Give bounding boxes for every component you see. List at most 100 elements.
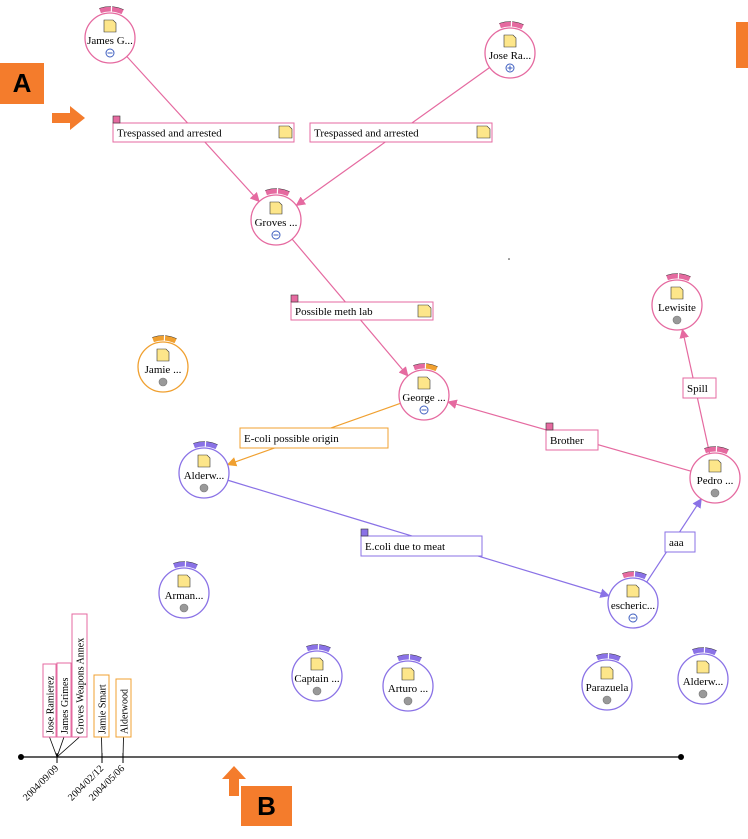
edge-label[interactable]: Possible meth lab [290,294,434,321]
node-label: Jose Ra... [489,50,531,62]
edge-label[interactable]: Spill [682,377,717,399]
edge-label[interactable]: Brother [545,422,599,451]
collapse-icon[interactable] [271,230,281,240]
expand-icon[interactable] [505,63,515,73]
category-arc-icon [596,653,608,661]
entity-node-alderw1[interactable]: Alderw... [178,441,230,499]
edge-label-box[interactable] [682,377,717,399]
arrow-right-icon [52,106,85,130]
node-circle[interactable] [250,194,302,246]
edge-label[interactable]: aaa [664,531,696,553]
edge-tag-icon [545,422,554,431]
timeline-event[interactable]: Groves Weapons Annex [56,613,88,758]
entity-node-arturo[interactable]: Arturo ... [382,654,434,712]
entity-node-arman[interactable]: Arman... [158,561,210,619]
collapse-icon[interactable] [628,613,638,623]
edge-label-box[interactable] [545,429,599,451]
note-icon[interactable] [476,125,491,139]
category-arc-icon [205,441,218,450]
edge-label-box[interactable] [664,531,696,553]
timeline-endpoint-handle[interactable] [18,754,24,760]
timeline-event-box[interactable] [93,674,110,738]
note-icon[interactable] [177,574,191,588]
edge-label[interactable]: Trespassed and arrested [112,115,295,143]
status-dot-icon [158,377,168,387]
note-icon[interactable] [401,667,415,681]
edge-label-box[interactable] [290,301,434,321]
entity-node-parazuela[interactable]: Parazuela [581,653,633,711]
timeline-event-box[interactable] [115,678,132,738]
category-arc-icon [678,273,691,282]
timeline-event[interactable]: James Grimes [56,662,72,758]
category-arc-icon [164,335,177,344]
timeline-event[interactable]: Jamie Smart [93,674,110,758]
node-circle[interactable] [484,27,536,79]
node-circle[interactable] [398,369,450,421]
marker-b-label: B [257,790,276,821]
entity-node-jamie[interactable]: Jamie ... [137,335,189,393]
edge-label-box[interactable] [309,122,493,143]
note-icon[interactable] [670,286,684,300]
note-icon[interactable] [417,304,432,318]
note-icon[interactable] [626,584,640,598]
timeline-event-box[interactable] [42,663,57,738]
edge-label-text: Possible meth lab [295,306,373,318]
edge-label-box[interactable] [360,535,483,557]
timeline-event-label: James Grimes [60,678,71,734]
edge-label[interactable]: Trespassed and arrested [309,122,493,143]
node-circle[interactable] [178,447,230,499]
category-arc-icon [425,363,438,372]
edge-label[interactable]: E-coli possible origin [239,427,389,449]
node-circle[interactable] [607,577,659,629]
note-icon[interactable] [696,660,710,674]
note-icon[interactable] [310,657,324,671]
timeline-event-label: Jamie Smart [98,684,109,734]
note-icon[interactable] [417,376,431,390]
edge-label-box[interactable] [112,122,295,143]
edge-label-text: E.coli due to meat [365,541,445,553]
entity-node-groves[interactable]: Groves ... [250,188,302,246]
entity-node-george[interactable]: George ... [398,363,450,421]
collapse-icon[interactable] [105,48,115,58]
node-circle[interactable] [84,12,136,64]
node-circle[interactable] [158,567,210,619]
timeline-event[interactable]: Alderwood [115,678,132,758]
entity-node-lewisite[interactable]: Lewisite [651,273,703,331]
nodes-layer: James G... Jose Ra... Groves ... LewisiteJa… [84,6,741,712]
node-circle[interactable] [689,452,741,504]
timeline-event-box[interactable] [56,662,72,738]
entity-node-jose[interactable]: Jose Ra... [484,21,536,79]
note-icon[interactable] [503,34,517,48]
collapse-icon[interactable] [419,405,429,415]
node-circle[interactable] [651,279,703,331]
note-icon[interactable] [269,201,283,215]
entity-node-pedro[interactable]: Pedro ... [689,446,741,504]
side-panel-tab[interactable] [736,22,748,68]
node-circle[interactable] [382,660,434,712]
status-dot-icon [710,488,720,498]
node-circle[interactable] [291,650,343,702]
node-label: escheric... [611,600,656,612]
category-arc-icon [318,644,331,653]
timeline-endpoint-handle[interactable] [678,754,684,760]
node-circle[interactable] [677,653,729,705]
node-circle[interactable] [137,341,189,393]
edge-label-box[interactable] [239,427,389,449]
timeline-event-box[interactable] [71,613,88,738]
entity-node-escheric[interactable]: escheric... [607,571,659,629]
entity-node-james[interactable]: James G... [84,6,136,64]
entity-node-alderw2[interactable]: Alderw... [677,647,729,705]
note-icon[interactable] [156,348,170,362]
node-circle[interactable] [581,659,633,711]
note-icon[interactable] [600,666,614,680]
edge-label-text: aaa [669,537,684,549]
entity-node-captain[interactable]: Captain ... [291,644,343,702]
category-arc-icon [111,6,124,15]
note-icon[interactable] [708,459,722,473]
note-icon[interactable] [103,19,117,33]
timeline-event[interactable]: Jose Ramierez [42,663,58,758]
note-icon[interactable] [278,125,293,139]
edge-label[interactable]: E.coli due to meat [360,528,483,557]
note-icon[interactable] [197,454,211,468]
